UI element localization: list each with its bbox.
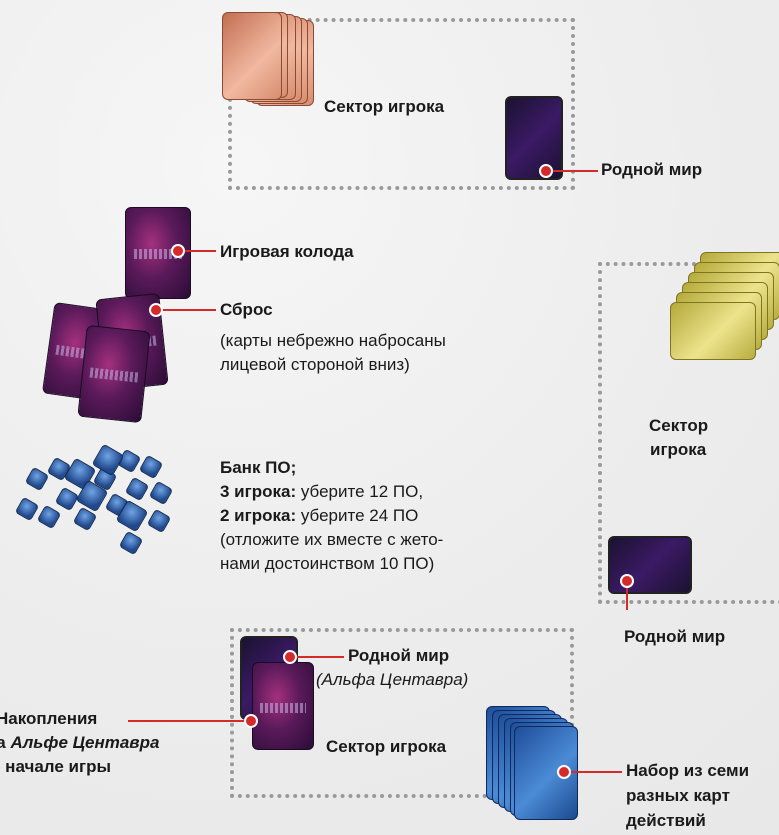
vp-3p-text: уберите 12 ПО, <box>296 482 424 501</box>
game-deck-dot <box>171 244 185 258</box>
player-sector-right-label-2: игрока <box>650 440 707 459</box>
discard-note-1: (карты небрежно набросаны <box>220 331 446 350</box>
home-world-top-leader <box>548 170 598 172</box>
home-world-bottom-label: Родной мир <box>348 646 450 665</box>
player-sector-right-label-1: Сектор <box>649 416 709 435</box>
savings-label-3: в начале игры <box>0 757 111 776</box>
vp-3p-bold: 3 игрока: <box>220 482 297 501</box>
vp-2p-line: 2 игрока: уберите 24 ПО <box>220 505 418 527</box>
vp-3p-line: 3 игрока: уберите 12 ПО, <box>220 481 423 503</box>
player-sector-top-zone <box>228 18 575 190</box>
savings-label-1: Накопления <box>0 709 98 728</box>
vp-note-1: (отложите их вместе с жето- <box>220 530 444 549</box>
savings-label-2-italic: Альфе Центавра <box>10 733 160 752</box>
home-world-right-leader <box>626 580 628 610</box>
action-set-label-2: разных карт <box>626 786 730 805</box>
home-world-bottom-note: (Альфа Центавра) <box>316 670 469 689</box>
action-set-label-1: Набор из семи <box>626 761 750 780</box>
discard-title: Сброс <box>220 300 273 319</box>
vp-2p-text: уберите 24 ПО <box>296 506 419 525</box>
savings-dot <box>244 714 258 728</box>
player-sector-top-label: Сектор игрока <box>324 97 445 116</box>
home-world-top-dot <box>539 164 553 178</box>
vp-2p-bold: 2 игрока: <box>220 506 297 525</box>
discard-leader <box>158 309 216 311</box>
savings-card <box>252 662 314 750</box>
savings-label-2: на Альфе Центавра <box>0 732 159 754</box>
vp-note-2: нами достоинством 10 ПО) <box>220 554 435 573</box>
savings-label-2-prefix: на <box>0 733 6 752</box>
home-world-bottom-dot <box>283 650 297 664</box>
player-sector-bottom-label: Сектор игрока <box>326 737 447 756</box>
home-world-card-top <box>505 96 563 180</box>
home-world-top-label: Родной мир <box>601 160 703 179</box>
game-deck-leader <box>180 250 216 252</box>
home-world-bottom-leader <box>292 656 344 658</box>
savings-leader <box>128 720 252 722</box>
game-deck-label: Игровая колода <box>220 242 354 261</box>
player-sector-right-zone <box>598 262 779 604</box>
vp-bank-title: Банк ПО; <box>220 458 297 477</box>
home-world-right-dot <box>620 574 634 588</box>
action-set-dot <box>557 765 571 779</box>
player-sector-bottom-zone <box>230 628 574 798</box>
discard-dot <box>149 303 163 317</box>
action-set-leader <box>566 771 622 773</box>
home-world-right-label: Родной мир <box>624 627 726 646</box>
action-set-label-3: действий <box>626 811 706 830</box>
discard-note-2: лицевой стороной вниз) <box>220 355 410 374</box>
